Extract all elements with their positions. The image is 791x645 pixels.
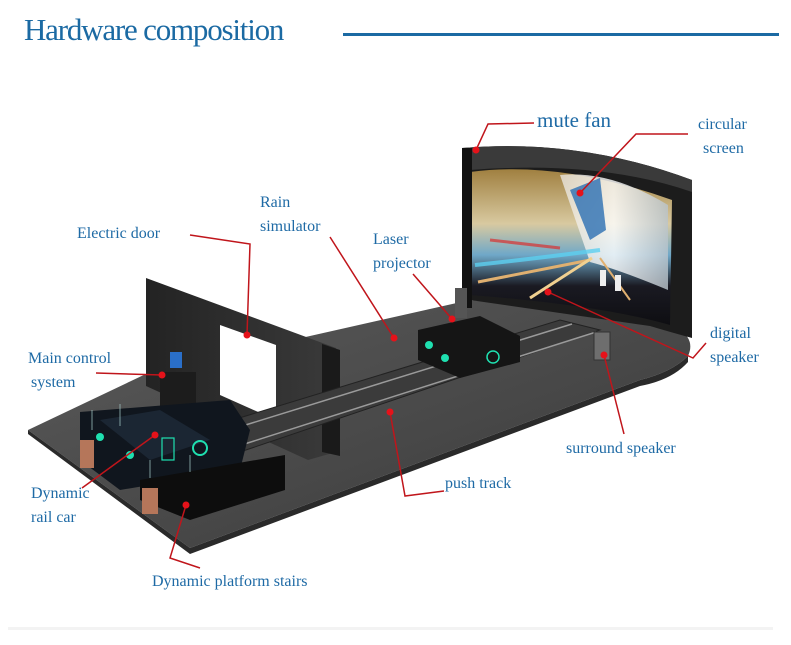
callout-line-electric-door bbox=[189, 234, 251, 336]
page-title: Hardware composition bbox=[24, 12, 284, 47]
label-digital-speaker-line1: digital bbox=[710, 325, 751, 342]
callout-line-platform-stairs bbox=[169, 504, 201, 569]
callout-line-circular-screen bbox=[579, 133, 688, 194]
callout-line-digital-speaker bbox=[547, 291, 707, 359]
label-surround-speaker: surround speaker bbox=[566, 440, 676, 457]
label-mute-fan: mute fan bbox=[537, 108, 612, 132]
callout-dot-electric-door bbox=[243, 331, 251, 339]
callout-dot-laser-projector bbox=[448, 315, 456, 323]
screen-top-band bbox=[462, 146, 692, 192]
callout-dot-push-track bbox=[386, 408, 394, 416]
callout-dot-platform-stairs bbox=[182, 501, 190, 509]
label-push-track: push track bbox=[445, 475, 512, 492]
callout-line-rain-simulator bbox=[329, 236, 395, 339]
callout-dot-main-control bbox=[158, 371, 166, 379]
callout-dot-circular-screen bbox=[576, 189, 584, 197]
callout-line-dynamic-rail-car bbox=[81, 434, 156, 489]
label-rain-simulator-line2: simulator bbox=[260, 218, 321, 235]
label-dynamic-rail-car-line2: rail car bbox=[31, 509, 76, 526]
label-rain-simulator-line1: Rain bbox=[260, 194, 291, 211]
callout-line-surround-speaker bbox=[603, 354, 625, 435]
footer-divider bbox=[8, 627, 773, 630]
laser-projector-unit bbox=[455, 288, 467, 318]
callout-dot-rain-simulator bbox=[390, 334, 398, 342]
label-circular-screen-line1: circular bbox=[698, 116, 747, 133]
callout-line-main-control bbox=[95, 372, 163, 376]
label-dynamic-platform-stairs: Dynamic platform stairs bbox=[152, 573, 308, 590]
callout-line-mute-fan bbox=[475, 122, 535, 151]
door-opening bbox=[220, 325, 276, 420]
label-circular-screen-line2: screen bbox=[703, 140, 744, 157]
callout-dot-surround-speaker bbox=[600, 351, 608, 359]
label-electric-door: Electric door bbox=[77, 225, 161, 242]
label-dynamic-rail-car-line1: Dynamic bbox=[31, 485, 90, 502]
label-main-control-line1: Main control bbox=[28, 350, 112, 367]
callout-line-laser-projector bbox=[412, 273, 453, 320]
label-laser-projector-line1: Laser bbox=[373, 231, 409, 248]
callout-dot-digital-speaker bbox=[544, 288, 552, 296]
label-laser-projector-line2: projector bbox=[373, 255, 431, 272]
title-divider bbox=[343, 33, 779, 36]
callout-dot-mute-fan bbox=[472, 146, 480, 154]
screen-left-post bbox=[462, 148, 472, 308]
label-main-control-line2: system bbox=[31, 374, 76, 391]
callout-line-push-track bbox=[389, 411, 445, 497]
label-digital-speaker-line2: speaker bbox=[710, 349, 759, 366]
callout-dot-dynamic-rail-car bbox=[151, 431, 159, 439]
platform-stairs bbox=[140, 455, 285, 520]
